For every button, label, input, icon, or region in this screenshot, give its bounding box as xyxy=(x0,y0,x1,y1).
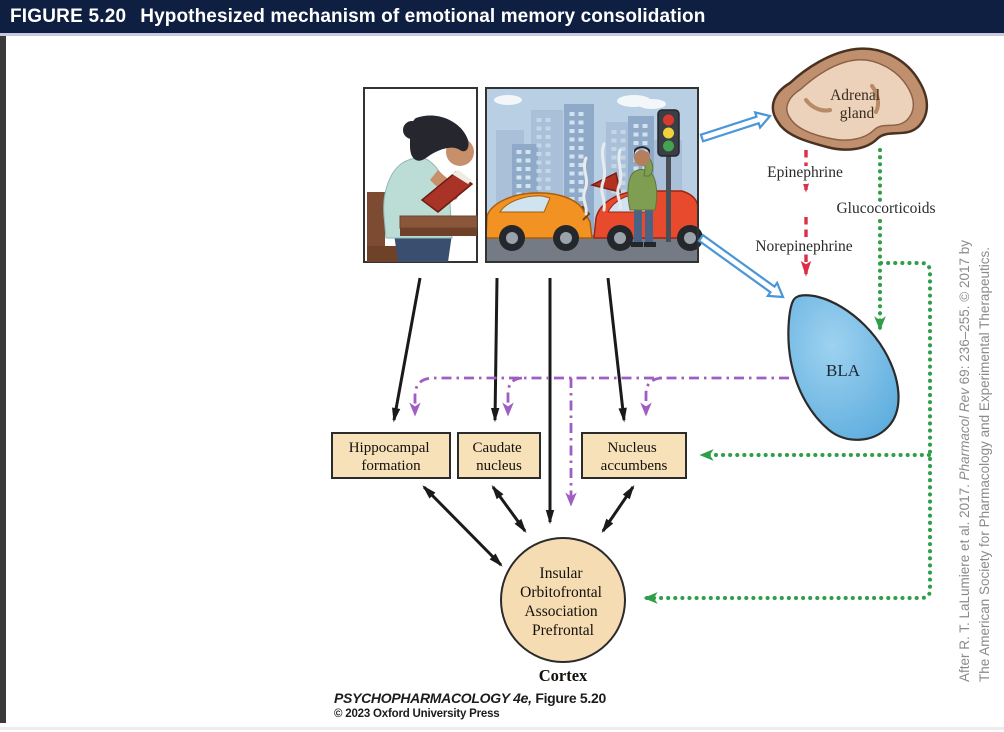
book-title: PSYCHOPHARMACOLOGY 4e, xyxy=(334,690,532,706)
crumple xyxy=(581,205,591,221)
caudate-nucleus-box xyxy=(457,432,541,479)
arrow-crash-to-caudate xyxy=(490,277,500,423)
purple-arrows xyxy=(409,376,789,507)
reading-scene-illustration xyxy=(363,87,478,263)
arrow-crash-to-adrenal xyxy=(699,110,772,143)
adrenal-gland-label: Adrenal gland xyxy=(830,87,884,122)
figure-copyright: © 2023 Oxford University Press xyxy=(334,708,500,721)
green-light xyxy=(663,140,674,152)
arrow-crash-to-bla xyxy=(697,233,785,299)
hippocampal-formation-box xyxy=(331,432,451,479)
figure-ref: Figure 5.20 xyxy=(531,690,606,706)
arrow-crash-to-accumbens xyxy=(606,277,627,423)
epinephrine-label: Epinephrine xyxy=(767,164,843,181)
glucocorticoids-label: Glucocorticoids xyxy=(836,200,935,217)
book-pages xyxy=(452,170,472,184)
table-edge xyxy=(400,228,477,236)
blue-arrows xyxy=(697,110,785,299)
source-credit: After R. T. LaLumiere et al. 2017. Pharm… xyxy=(955,162,995,682)
source-credit-line2: The American Society for Pharmacology an… xyxy=(977,247,992,682)
figure-credit: PSYCHOPHARMACOLOGY 4e, Figure 5.20 © 202… xyxy=(334,690,606,721)
chair-back xyxy=(367,192,385,262)
arrow-bla-to-hippocampus xyxy=(409,376,789,417)
journal-name: Pharmacol Rev xyxy=(957,388,972,481)
woman-hair xyxy=(410,115,469,161)
cloud xyxy=(494,95,666,109)
arrow-caudate-cortex xyxy=(491,485,527,533)
figure-title: Hypothesized mechanism of emotional memo… xyxy=(140,5,706,27)
skirt xyxy=(394,234,452,262)
yellow-light xyxy=(663,127,674,139)
hippocampal-formation-label: Hippocampal formation xyxy=(349,440,434,474)
arrow-reading-to-hippocampus xyxy=(392,277,422,423)
header-accent-line xyxy=(0,33,1004,36)
region-boxes xyxy=(331,432,687,479)
nucleus-accumbens-box xyxy=(581,432,687,479)
arrow-bla-to-accumbens xyxy=(640,376,663,417)
traffic-light xyxy=(657,109,680,242)
cortex-caption: Cortex xyxy=(539,666,588,685)
arrow-accumbens-cortex xyxy=(601,485,635,533)
bla-illustration: BLA xyxy=(787,294,900,441)
nucleus-accumbens-label: Nucleus accumbens xyxy=(601,440,668,474)
smoke xyxy=(582,142,623,216)
figure-number: FIGURE 5.20 xyxy=(10,5,127,27)
arrow-glucocorticoids-to-cortex xyxy=(643,261,932,604)
bla-label: BLA xyxy=(826,361,861,380)
green-arrows xyxy=(643,148,932,604)
window-edge-strip xyxy=(0,36,6,723)
adrenal-gland-illustration: Adrenal gland xyxy=(771,47,929,151)
caudate-nucleus-label: Caudate nucleus xyxy=(473,440,526,474)
black-arrows xyxy=(392,277,635,567)
cortex-circle-label: Insular Orbitofrontal Association Prefro… xyxy=(520,565,606,639)
man-on-phone xyxy=(627,146,658,247)
figure-credit-line1: PSYCHOPHARMACOLOGY 4e, Figure 5.20 xyxy=(334,690,606,706)
page-bottom-line xyxy=(0,727,1004,730)
red-book xyxy=(420,171,474,213)
norepinephrine-label: Norepinephrine xyxy=(755,238,852,255)
source-credit-line1: After R. T. LaLumiere et al. 2017. Pharm… xyxy=(957,240,972,682)
hair-bun xyxy=(403,121,421,139)
table-top xyxy=(399,215,478,229)
orange-car xyxy=(485,192,593,251)
figure-header-bar: FIGURE 5.20 Hypothesized mechanism of em… xyxy=(0,0,1004,33)
car-crash-scene-illustration xyxy=(485,87,703,263)
red-light xyxy=(663,114,674,126)
arrow-bla-to-caudate xyxy=(502,376,523,417)
cortex-circle xyxy=(500,537,626,663)
arrow-hippocampus-cortex xyxy=(422,485,503,567)
